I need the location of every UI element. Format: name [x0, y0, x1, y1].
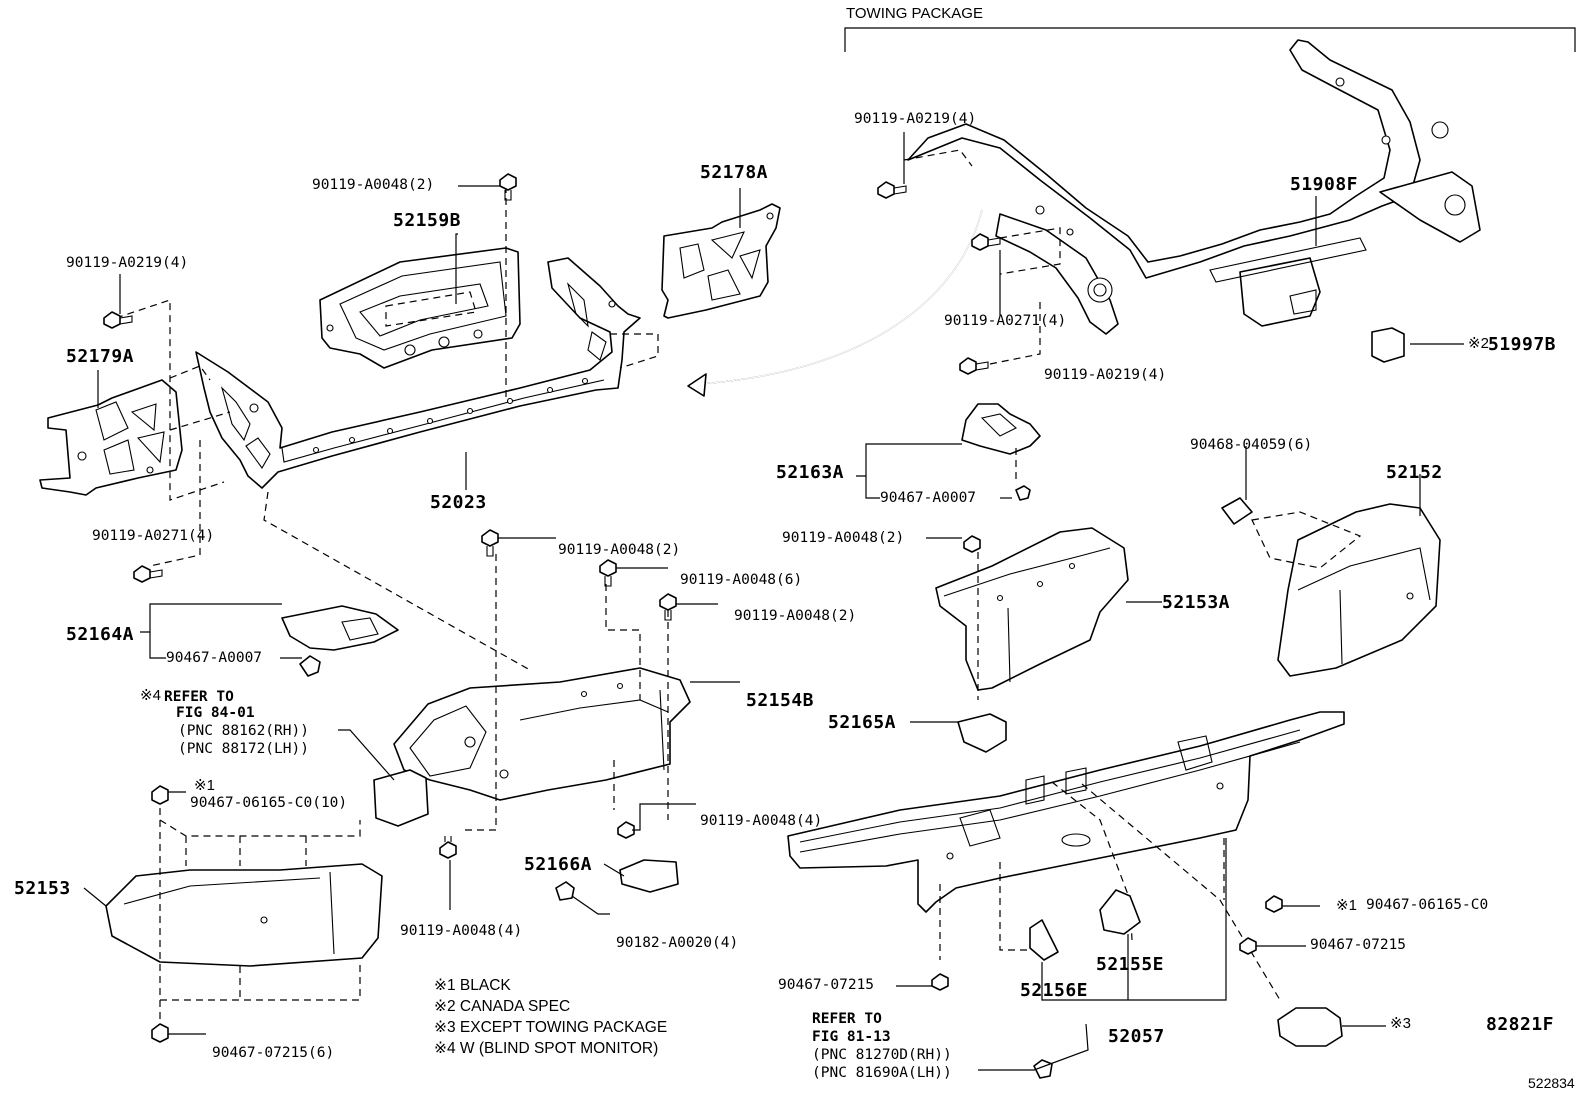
refer-81-13-line3: (PNC 81270D(RH))	[812, 1047, 952, 1063]
part-52165A-drawing	[957, 713, 1007, 753]
part-52153-label[interactable]: 52153	[14, 878, 71, 899]
fastener-90119-A0271-tow-label[interactable]: 90119-A0271(4)	[944, 313, 1067, 329]
note-4: ※4 W (BLIND SPOT MONITOR)	[434, 1040, 659, 1057]
part-52179A-drawing	[39, 379, 183, 496]
mark-3-82821F: ※3	[1390, 1015, 1411, 1032]
mark-1-right: ※1	[1336, 897, 1357, 914]
mark-1-top-left: ※1	[194, 777, 215, 794]
fastener-90119-A0048-center-label[interactable]: 90119-A0048(2)	[558, 542, 681, 558]
fastener-90467-06165-C0-right-label[interactable]: 90467-06165-C0	[1366, 897, 1489, 913]
fastener-90119-A0219-tow-bottom-label[interactable]: 90119-A0219(4)	[1044, 367, 1167, 383]
part-82821F-drawing	[1277, 1007, 1343, 1047]
part-51997B-drawing	[1371, 327, 1405, 363]
part-52163A-label[interactable]: 52163A	[776, 462, 845, 483]
bolt-drawings-tow	[877, 181, 1001, 375]
part-51997B-label[interactable]: 51997B	[1488, 334, 1557, 355]
refer-84-01-line2[interactable]: FIG 84-01	[176, 705, 255, 721]
fastener-90467-07215-6-label[interactable]: 90467-07215(6)	[212, 1045, 335, 1061]
part-52057-label[interactable]: 52057	[1108, 1026, 1165, 1047]
part-52153-drawing	[105, 863, 383, 967]
part-52155E-label[interactable]: 52155E	[1096, 954, 1165, 975]
blind-spot-sensor-drawing	[373, 769, 429, 827]
part-52153A-drawing	[935, 527, 1129, 691]
part-52023-label[interactable]: 52023	[430, 492, 487, 513]
part-52166A-label[interactable]: 52166A	[524, 854, 593, 875]
part-52154B-drawing	[393, 667, 691, 801]
fastener-90468-04059-label[interactable]: 90468-04059(6)	[1190, 437, 1313, 453]
part-52152-drawing	[1277, 503, 1441, 677]
part-52179A-label[interactable]: 52179A	[66, 346, 135, 367]
bolt-drawings-upper-left	[103, 173, 517, 583]
part-51908F-label[interactable]: 51908F	[1290, 174, 1359, 195]
part-52163A-drawing	[961, 403, 1041, 455]
fastener-90119-A0048-4-lower-label[interactable]: 90119-A0048(4)	[400, 923, 523, 939]
bolt-drawings-center	[439, 529, 677, 859]
note-1: ※1 BLACK	[434, 977, 511, 994]
refer-81-13-line1: REFER TO	[812, 1011, 882, 1027]
part-52164A-drawing	[281, 605, 399, 651]
part-52057-drawing	[787, 711, 1345, 913]
part-52155E-drawing	[1099, 889, 1141, 935]
fastener-90467-07215-bottom-label[interactable]: 90467-07215	[778, 977, 875, 993]
fastener-90119-A0271-left-label[interactable]: 90119-A0271(4)	[92, 528, 215, 544]
part-52178A-label[interactable]: 52178A	[700, 162, 769, 183]
fastener-90119-A0219-left-label[interactable]: 90119-A0219(4)	[66, 255, 189, 271]
refer-81-13-line4: (PNC 81690A(LH))	[812, 1065, 952, 1081]
fastener-90119-A0048-center-b-label[interactable]: 90119-A0048(2)	[734, 608, 857, 624]
part-52159B-label[interactable]: 52159B	[393, 210, 462, 231]
fastener-90119-A0048-4-center-label[interactable]: 90119-A0048(4)	[700, 813, 823, 829]
towing-package-label: TOWING PACKAGE	[846, 5, 983, 22]
fastener-90182-A0020-label[interactable]: 90182-A0020(4)	[616, 935, 739, 951]
fastener-90119-A0048-right-label[interactable]: 90119-A0048(2)	[782, 530, 905, 546]
part-52153A-label[interactable]: 52153A	[1162, 592, 1231, 613]
fastener-90119-A0048-top-label[interactable]: 90119-A0048(2)	[312, 177, 435, 193]
part-52165A-label[interactable]: 52165A	[828, 712, 897, 733]
refer-84-01-line4: (PNC 88172(LH))	[178, 741, 309, 757]
refer-84-01-line1: REFER TO	[164, 689, 234, 705]
refer-81-13-line2[interactable]: FIG 81-13	[812, 1029, 891, 1045]
mark-2-51997B: ※2	[1468, 335, 1489, 352]
part-52164A-label[interactable]: 52164A	[66, 624, 135, 645]
part-52023-drawing	[195, 257, 641, 489]
part-51908F-drawing	[907, 39, 1481, 335]
fastener-90119-A0219-tow-top-label[interactable]: 90119-A0219(4)	[854, 111, 977, 127]
fastener-90467-A0007-right-label[interactable]: 90467-A0007	[880, 490, 977, 506]
part-52154B-label[interactable]: 52154B	[746, 690, 815, 711]
figure-number: 522834	[1528, 1075, 1575, 1091]
mark-4-refer: ※4	[140, 687, 161, 704]
part-52156E-label[interactable]: 52156E	[1020, 980, 1089, 1001]
fastener-90467-07215-right-label[interactable]: 90467-07215	[1310, 937, 1407, 953]
part-52166A-drawing	[619, 859, 679, 893]
note-2: ※2 CANADA SPEC	[434, 998, 571, 1015]
fastener-90467-06165-C0-10-label[interactable]: 90467-06165-C0(10)	[190, 795, 348, 811]
note-3: ※3 EXCEPT TOWING PACKAGE	[434, 1019, 668, 1036]
part-52159B-drawing	[319, 247, 521, 369]
part-52152-label[interactable]: 52152	[1386, 462, 1443, 483]
part-52178A-drawing	[661, 203, 781, 319]
part-52156E-drawing	[1029, 919, 1059, 961]
refer-84-01-line3: (PNC 88162(RH))	[178, 723, 309, 739]
fastener-90467-A0007-left-label[interactable]: 90467-A0007	[166, 650, 263, 666]
fastener-90119-A0048-6-label[interactable]: 90119-A0048(6)	[680, 572, 803, 588]
part-82821F-label[interactable]: 82821F	[1486, 1014, 1555, 1035]
